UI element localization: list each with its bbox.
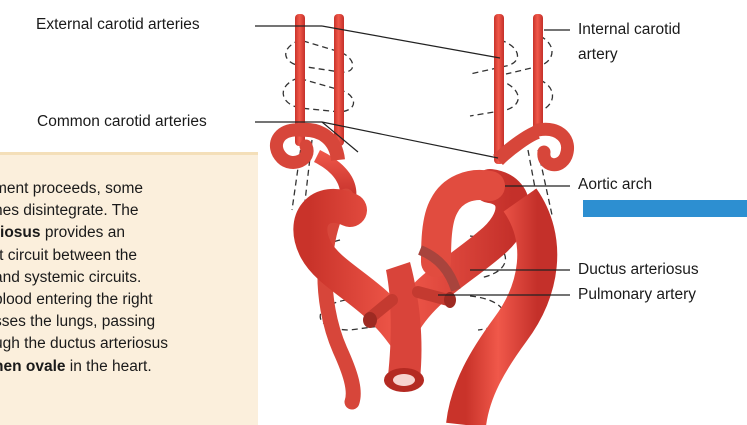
label-internal-carotid-1: Internal carotid [578, 20, 681, 40]
right-carotids [494, 14, 568, 165]
label-external-carotid: External carotid arteries [36, 15, 200, 35]
label-pulmonary-artery: Pulmonary artery [578, 285, 696, 305]
left-carotids [276, 14, 356, 200]
label-ductus-arteriosus: Ductus arteriosus [578, 260, 699, 280]
label-internal-carotid-2: artery [578, 45, 618, 65]
label-aortic-arch: Aortic arch [578, 175, 652, 195]
label-common-carotid: Common carotid arteries [37, 112, 207, 132]
